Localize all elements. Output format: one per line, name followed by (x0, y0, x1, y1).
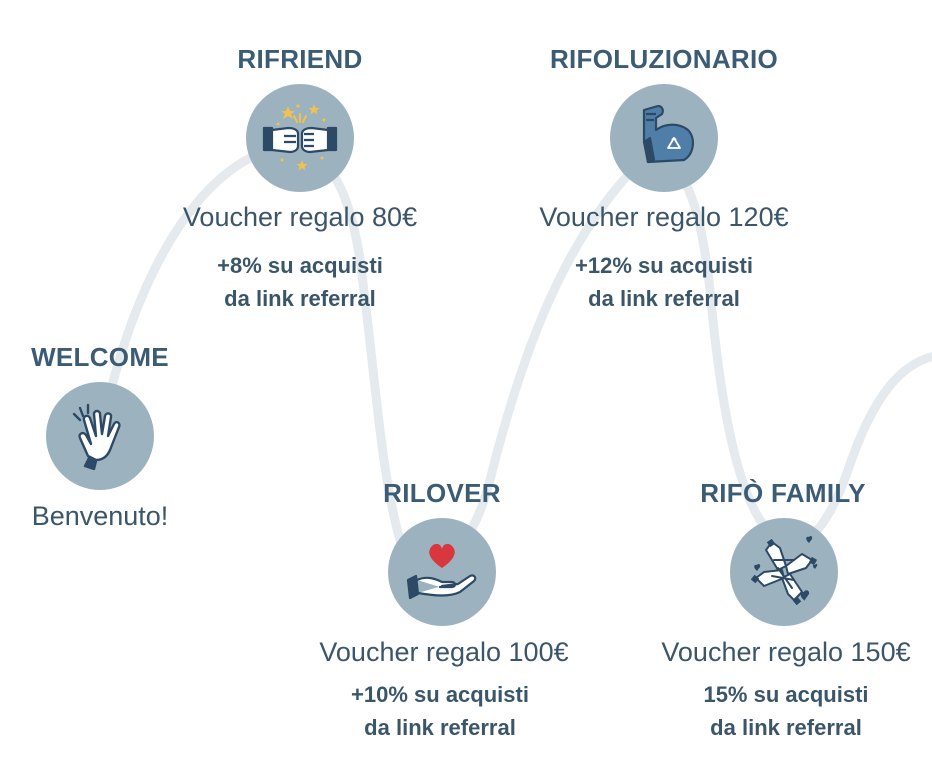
level-badge (610, 84, 718, 192)
flexed-arm-recycle-icon (642, 104, 694, 164)
voucher-amount: Voucher regalo 80€ (182, 202, 418, 232)
joined-hands-hearts-icon (750, 535, 818, 606)
bonus-line: +12% su acquisti (575, 253, 753, 278)
voucher-amount: Voucher regalo 150€ (661, 637, 911, 667)
level-title: RIFOLUZIONARIO (549, 44, 779, 74)
bonus-line: da link referral (710, 715, 862, 740)
waving-hand-icon (72, 403, 121, 471)
level-badge (730, 518, 838, 626)
level-title: RIFÒ FAMILY (700, 478, 866, 508)
welcome-text: Benvenuto! (31, 501, 169, 531)
bonus-line: da link referral (224, 286, 376, 311)
level-title: WELCOME (31, 342, 169, 372)
level-title: RILOVER (383, 478, 501, 508)
level-badge (388, 518, 496, 626)
bonus-line: +10% su acquisti (351, 682, 529, 707)
referral-bonus: +8% su acquisti da link referral (217, 249, 383, 315)
referral-bonus: 15% su acquisti da link referral (703, 678, 868, 744)
voucher-amount: Voucher regalo 100€ (319, 637, 569, 667)
level-badge (246, 84, 354, 192)
referral-bonus: +12% su acquisti da link referral (575, 249, 753, 315)
bonus-line: da link referral (364, 715, 516, 740)
bonus-line: +8% su acquisti (217, 253, 383, 278)
fist-bump-icon (262, 104, 338, 171)
level-badge (46, 382, 154, 490)
heart-in-hand-icon (406, 543, 477, 600)
bonus-line: da link referral (588, 286, 740, 311)
bonus-line: 15% su acquisti (703, 682, 869, 707)
referral-bonus: +10% su acquisti da link referral (351, 678, 529, 744)
voucher-amount: Voucher regalo 120€ (539, 202, 789, 232)
level-title: RIFRIEND (237, 44, 363, 74)
